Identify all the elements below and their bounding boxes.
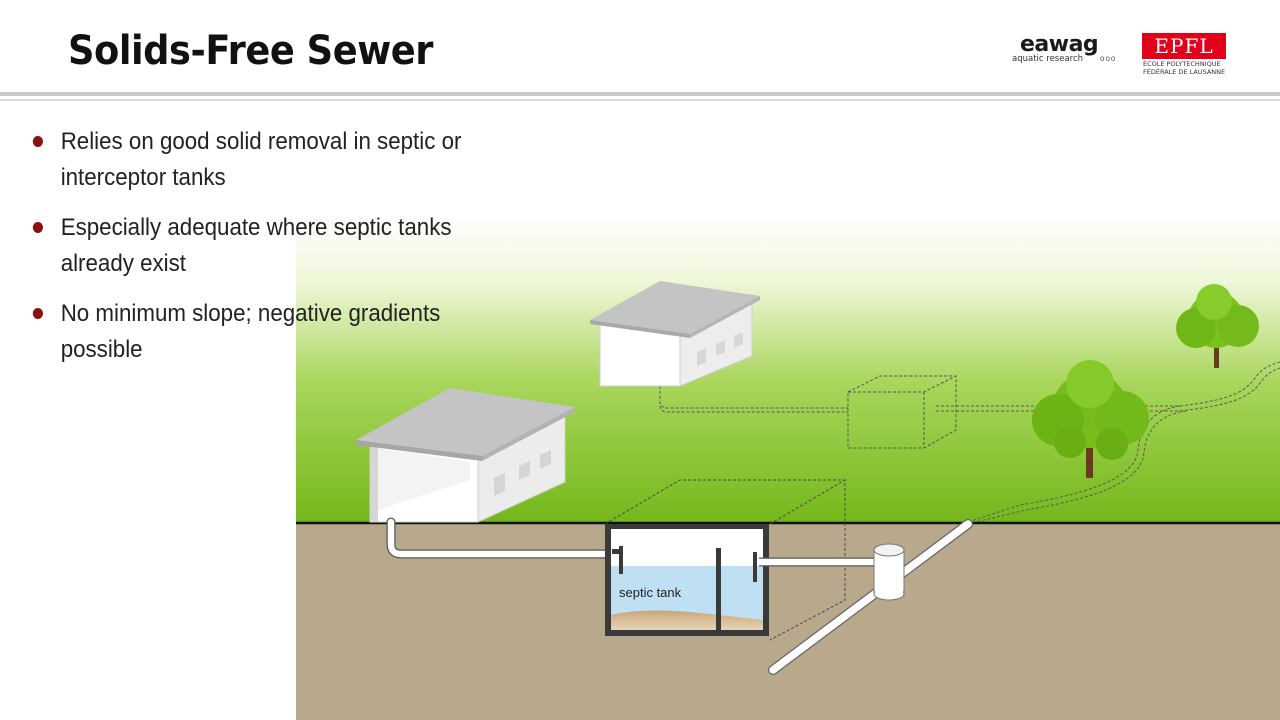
slide-header: Solids-Free Sewer eawag aquatic research… [0,0,1280,92]
bullet-dot [32,222,44,233]
septic-tank-label: septic tank [619,585,682,600]
bullet-item: No minimum slope; negative gradients pos… [30,296,514,368]
far-house [590,281,760,387]
tree-middle [1032,360,1149,478]
bullet-item: Relies on good solid removal in septic o… [30,124,514,196]
epfl-logo-name: EPFL [1154,34,1214,58]
bullet-text: Relies on good solid removal in septic o… [60,128,462,191]
eawag-logo-dots: ooo [1100,54,1117,63]
bullet-text: No minimum slope; negative gradients pos… [60,300,441,363]
bullet-dot [32,308,44,319]
dashed-tank-outline [604,479,846,641]
dashed-interceptor-box [847,375,957,449]
epfl-logo-box: EPFL [1142,33,1226,59]
near-house [356,388,575,523]
house-drain-pipe-inner [387,518,616,558]
slide-title: Solids-Free Sewer [68,28,433,74]
eawag-logo-name: eawag [1020,32,1099,57]
bullet-dot [32,136,44,147]
header-divider [0,92,1280,96]
bullet-list: Relies on good solid removal in septic o… [30,124,550,382]
tree-right [1176,284,1259,368]
dashed-sewer-route [659,361,1280,523]
eawag-logo: eawag aquatic research ooo [1010,32,1132,68]
inspection-chamber [873,543,905,601]
epfl-logo: EPFL ÉCOLE POLYTECHNIQUE FÉDÉRALE DE LAU… [1142,33,1228,77]
epfl-logo-line1: ÉCOLE POLYTECHNIQUE [1143,60,1221,68]
epfl-logo-subtitle: ÉCOLE POLYTECHNIQUE FÉDÉRALE DE LAUSANNE [1143,60,1225,76]
eawag-logo-subtitle: aquatic research [1012,54,1084,64]
bullet-text: Especially adequate where septic tanks a… [60,214,452,277]
epfl-logo-line2: FÉDÉRALE DE LAUSANNE [1143,68,1226,76]
bullet-item: Especially adequate where septic tanks a… [30,210,514,282]
main-sewer-pipe-inner [769,520,972,674]
header-divider-secondary [0,99,1280,101]
septic-tank: septic tank [605,524,769,636]
